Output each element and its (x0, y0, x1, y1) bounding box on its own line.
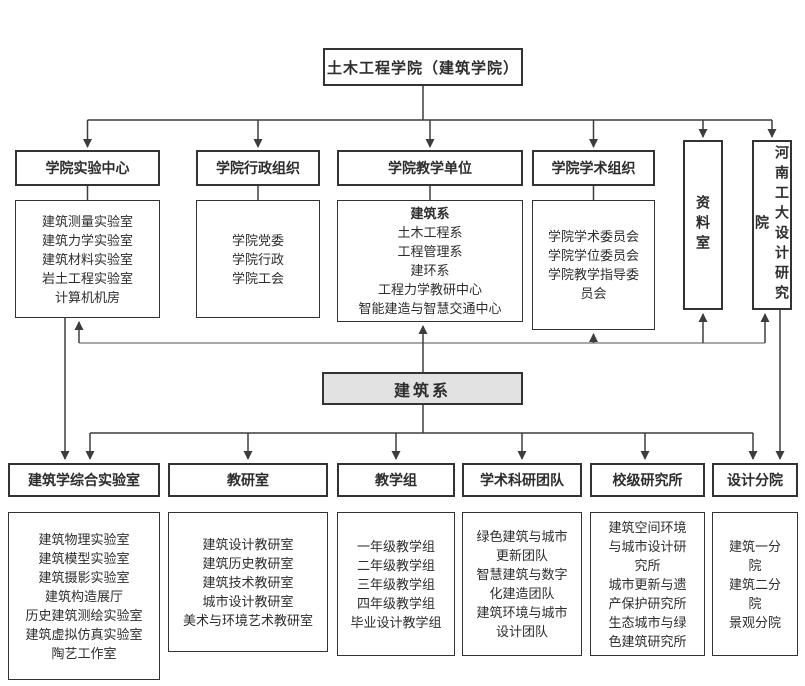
node-lab-center-title: 学院实验中心 (45, 160, 130, 176)
list-item: 城市设计教研室 (202, 593, 294, 609)
list-item: 建筑力学实验室 (41, 232, 133, 248)
node-teaching-groups-list: 一年级教学组二年级教学组三年级教学组四年级教学组毕业设计教学组 (337, 512, 455, 656)
list-item: 一年级教学组 (356, 538, 435, 554)
list-item: 建筑空间环境与城市设计研究所 (608, 519, 687, 573)
node-architecture-dept: 建筑系 (322, 372, 523, 405)
node-college-root-title: 土木工程学院（建筑学院） (326, 59, 519, 77)
list-item: 土木工程系 (397, 225, 463, 240)
node-academic-org: 学院学术组织 (532, 150, 655, 186)
list-item: 建筑物理实验室 (38, 531, 130, 547)
node-university-institutes-title: 校级研究所 (612, 472, 683, 488)
node-research-teams-title: 学术科研团队 (480, 472, 564, 488)
node-teaching-research-office-list: 建筑设计教研室建筑历史教研室建筑技术教研室城市设计教研室美术与环境艺术教研室 (168, 512, 328, 652)
list-item: 建环系 (410, 263, 450, 278)
list-item: 景观分院 (728, 614, 781, 630)
list-item: 计算机机房 (54, 289, 120, 305)
node-design-branches-title: 设计分院 (727, 472, 783, 488)
list-item: 工程管理系 (397, 244, 463, 259)
node-admin-org-title: 学院行政组织 (216, 160, 300, 176)
list-item: 学院学位委员会 (547, 248, 639, 263)
node-lab-center: 学院实验中心 (15, 150, 160, 186)
list-item: 建筑环境与城市设计团队 (476, 605, 568, 639)
list-item: 学院学术委员会 (547, 229, 639, 244)
node-architecture-dept-title: 建筑系 (393, 382, 451, 400)
node-teaching-groups-title: 教学组 (375, 472, 417, 488)
list-item: 学院行政 (231, 251, 284, 267)
list-item: 绿色建筑与城市更新团队 (476, 529, 568, 563)
list-item: 生态城市与绿色建筑研究所 (608, 614, 687, 649)
list-item: 二年级教学组 (356, 557, 435, 573)
list-item: 建筑历史教研室 (202, 555, 294, 571)
list-item: 三年级教学组 (356, 576, 435, 592)
list-item: 学院教学指导委员会 (547, 267, 639, 301)
list-item: 建筑技术教研室 (202, 574, 294, 590)
list-item: 岩土工程实验室 (41, 270, 133, 286)
node-arch-lab-list: 建筑物理实验室建筑模型实验室建筑摄影实验室建筑构造展厅历史建筑测绘实验室建筑虚拟… (8, 512, 160, 680)
list-item: 建筑虚拟仿真实验室 (25, 626, 143, 642)
node-teaching-units-title: 学院教学单位 (388, 160, 472, 176)
list-item: 建筑材料实验室 (41, 251, 133, 267)
node-teaching-units: 学院教学单位 (337, 150, 523, 186)
list-item: 四年级教学组 (356, 595, 435, 611)
list-item: 建筑模型实验室 (38, 550, 130, 566)
list-item: 建筑一分院 (728, 538, 781, 573)
node-university-institutes: 校级研究所 (590, 463, 705, 497)
list-item: 陶艺工作室 (51, 645, 117, 661)
list-item: 建筑摄影实验室 (38, 569, 130, 585)
node-academic-org-list: 学院学术委员会学院学位委员会学院教学指导委员会 (532, 200, 655, 330)
list-item: 建筑设计教研室 (202, 536, 294, 552)
list-item: 工程力学教研中心 (377, 282, 482, 297)
node-design-institute: 河南工大设计研究院 (752, 140, 792, 310)
node-teaching-research-office: 教研室 (168, 463, 328, 497)
list-item: 建筑系 (410, 206, 450, 221)
list-item: 建筑构造展厅 (44, 588, 123, 604)
list-item: 建筑二分院 (728, 576, 781, 611)
list-item: 美术与环境艺术教研室 (182, 612, 313, 628)
node-lab-center-list: 建筑测量实验室建筑力学实验室建筑材料实验室岩土工程实验室计算机机房 (15, 200, 160, 318)
node-arch-lab-title: 建筑学综合实验室 (28, 472, 140, 488)
node-teaching-research-office-title: 教研室 (227, 472, 269, 488)
node-admin-org: 学院行政组织 (196, 150, 320, 186)
list-item: 历史建筑测绘实验室 (25, 607, 143, 623)
node-college-root: 土木工程学院（建筑学院） (323, 48, 523, 86)
list-item: 建筑测量实验室 (41, 213, 133, 229)
list-item: 毕业设计教学组 (350, 614, 442, 630)
node-academic-org-title: 学院学术组织 (551, 160, 636, 176)
node-admin-org-list: 学院党委学院行政学院工会 (196, 200, 320, 318)
node-archive-room: 资料室 (683, 140, 723, 310)
list-item: 智能建造与智慧交通中心 (358, 301, 502, 316)
node-teaching-units-list: 建筑系土木工程系工程管理系建环系工程力学教研中心智能建造与智慧交通中心 (337, 200, 523, 322)
node-research-teams-list: 绿色建筑与城市更新团队智慧建筑与数字化建造团队建筑环境与城市设计团队 (462, 512, 582, 656)
node-research-teams: 学术科研团队 (462, 463, 582, 497)
node-design-branches-list: 建筑一分院建筑二分院景观分院 (712, 512, 798, 656)
node-design-institute-title: 河南工大设计研究院 (754, 145, 790, 305)
list-item: 城市更新与遗产保护研究所 (608, 576, 687, 611)
node-arch-lab: 建筑学综合实验室 (8, 463, 160, 497)
list-item: 学院工会 (231, 270, 284, 286)
node-archive-room-title: 资料室 (695, 195, 711, 255)
list-item: 智慧建筑与数字化建造团队 (476, 567, 568, 601)
node-design-branches: 设计分院 (712, 463, 798, 497)
list-item: 学院党委 (231, 232, 284, 248)
node-teaching-groups: 教学组 (337, 463, 455, 497)
node-university-institutes-list: 建筑空间环境与城市设计研究所城市更新与遗产保护研究所生态城市与绿色建筑研究所 (590, 512, 705, 656)
